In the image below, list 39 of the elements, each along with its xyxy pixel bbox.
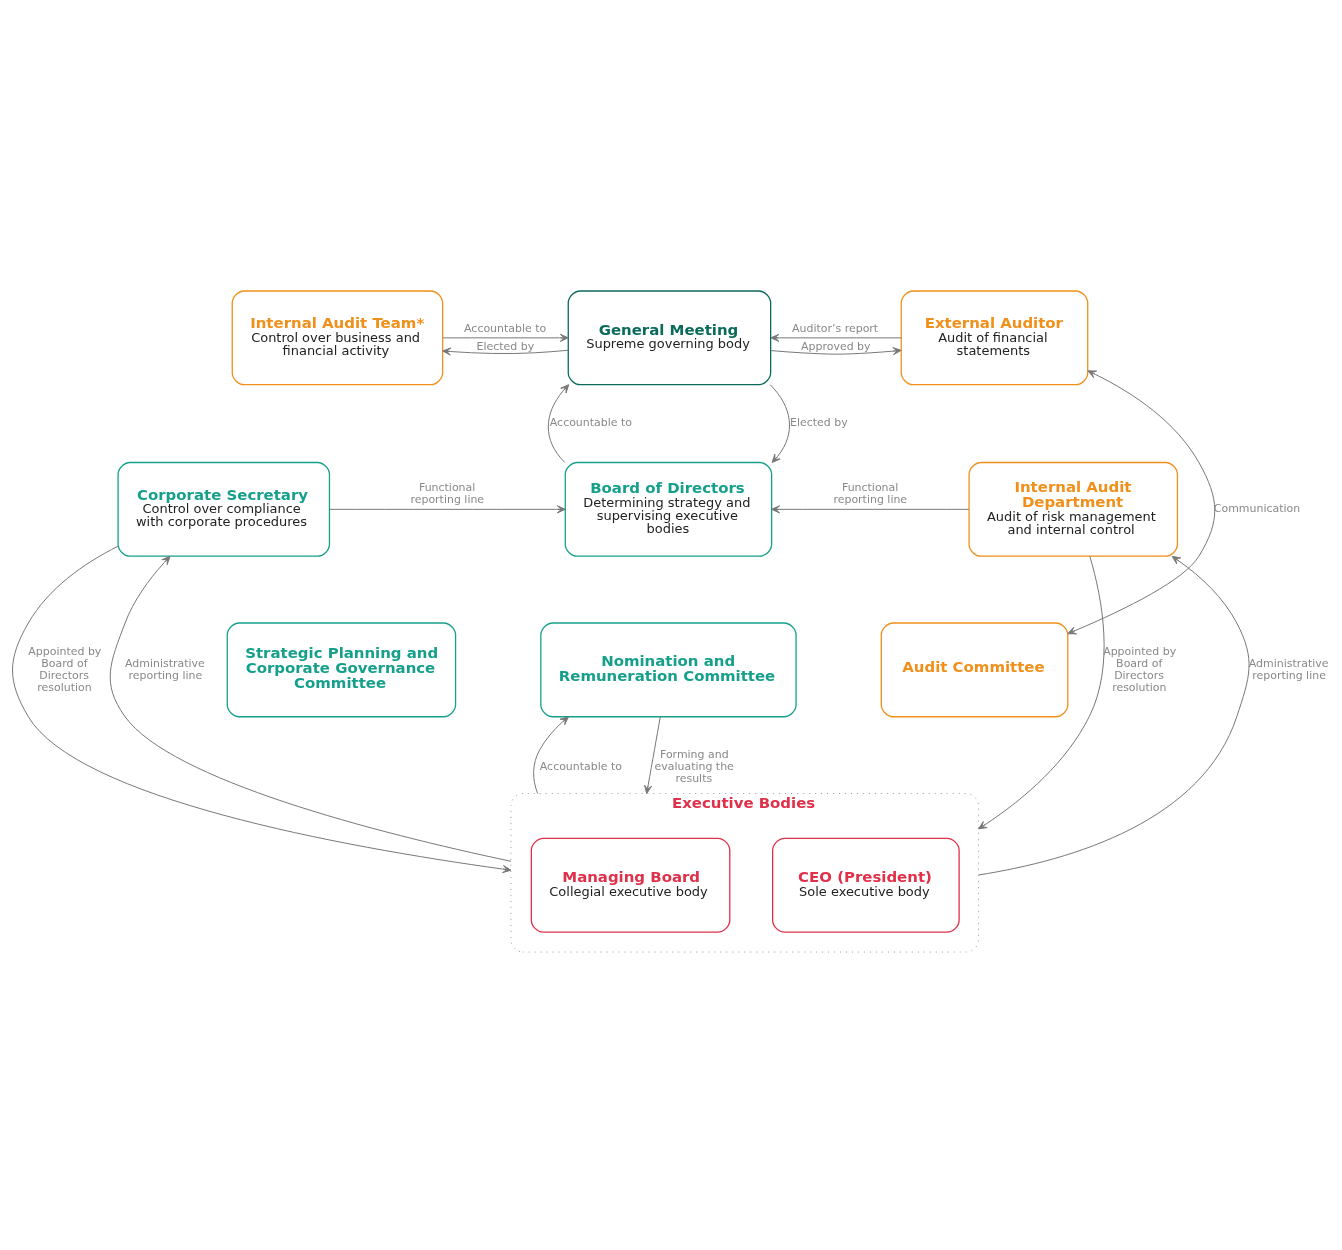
node-box: CEO (President) Sole executive body bbox=[772, 837, 960, 933]
edge-label: Administrative reporting line bbox=[125, 656, 205, 682]
edge-label: Accountable to bbox=[464, 321, 547, 335]
arrow bbox=[109, 555, 512, 862]
edge-label: Approved by bbox=[801, 339, 871, 353]
node-box: Board of Directors Determining strategy and supervising executive bodies bbox=[564, 461, 773, 557]
arrow bbox=[770, 333, 902, 342]
arrow bbox=[547, 383, 570, 463]
node-box: Nomination and Remuneration Committee bbox=[540, 621, 797, 717]
arrow bbox=[978, 555, 1250, 875]
node-box: Corporate Secretary Control over compliance with corporate procedures bbox=[117, 461, 331, 557]
arrow bbox=[769, 383, 790, 463]
node-box: Audit Committee bbox=[880, 621, 1069, 717]
arrow bbox=[644, 715, 661, 794]
edge-label: Elected by bbox=[476, 339, 535, 353]
node-box: Internal Audit Department Audit of risk management and internal control bbox=[968, 461, 1179, 557]
arrow bbox=[12, 545, 512, 873]
node-box: General Meeting Supreme governing body bbox=[567, 289, 772, 385]
edge-label: Accountable to bbox=[539, 759, 622, 773]
arrow bbox=[442, 333, 569, 342]
arrow bbox=[771, 504, 970, 513]
arrow bbox=[1067, 369, 1216, 634]
node-box: Internal Audit Team* Control over business and financial activity bbox=[231, 289, 444, 385]
edge-label: Forming and evaluating the results bbox=[654, 747, 734, 785]
edge-label: Functional reporting line bbox=[410, 480, 485, 506]
edge-label: Elected by bbox=[790, 415, 848, 429]
node-box: Strategic Planning and Corporate Governance Committee bbox=[226, 621, 457, 717]
edge-label: Appointed by Board of Directors resolution bbox=[28, 644, 102, 694]
edge-label: Accountable to bbox=[549, 415, 632, 429]
arrow bbox=[442, 346, 569, 356]
node-box: Managing Board Collegial executive body bbox=[530, 837, 731, 933]
node-box: External Auditor Audit of financial statements bbox=[900, 289, 1089, 385]
edge-label: Administrative reporting line bbox=[1248, 656, 1329, 682]
edge-label: Auditor’s report bbox=[792, 321, 879, 335]
arrow bbox=[978, 555, 1105, 829]
arrow bbox=[533, 715, 569, 794]
edge-label: Functional reporting line bbox=[833, 480, 908, 506]
arrow bbox=[770, 346, 902, 355]
arrow bbox=[329, 504, 566, 513]
